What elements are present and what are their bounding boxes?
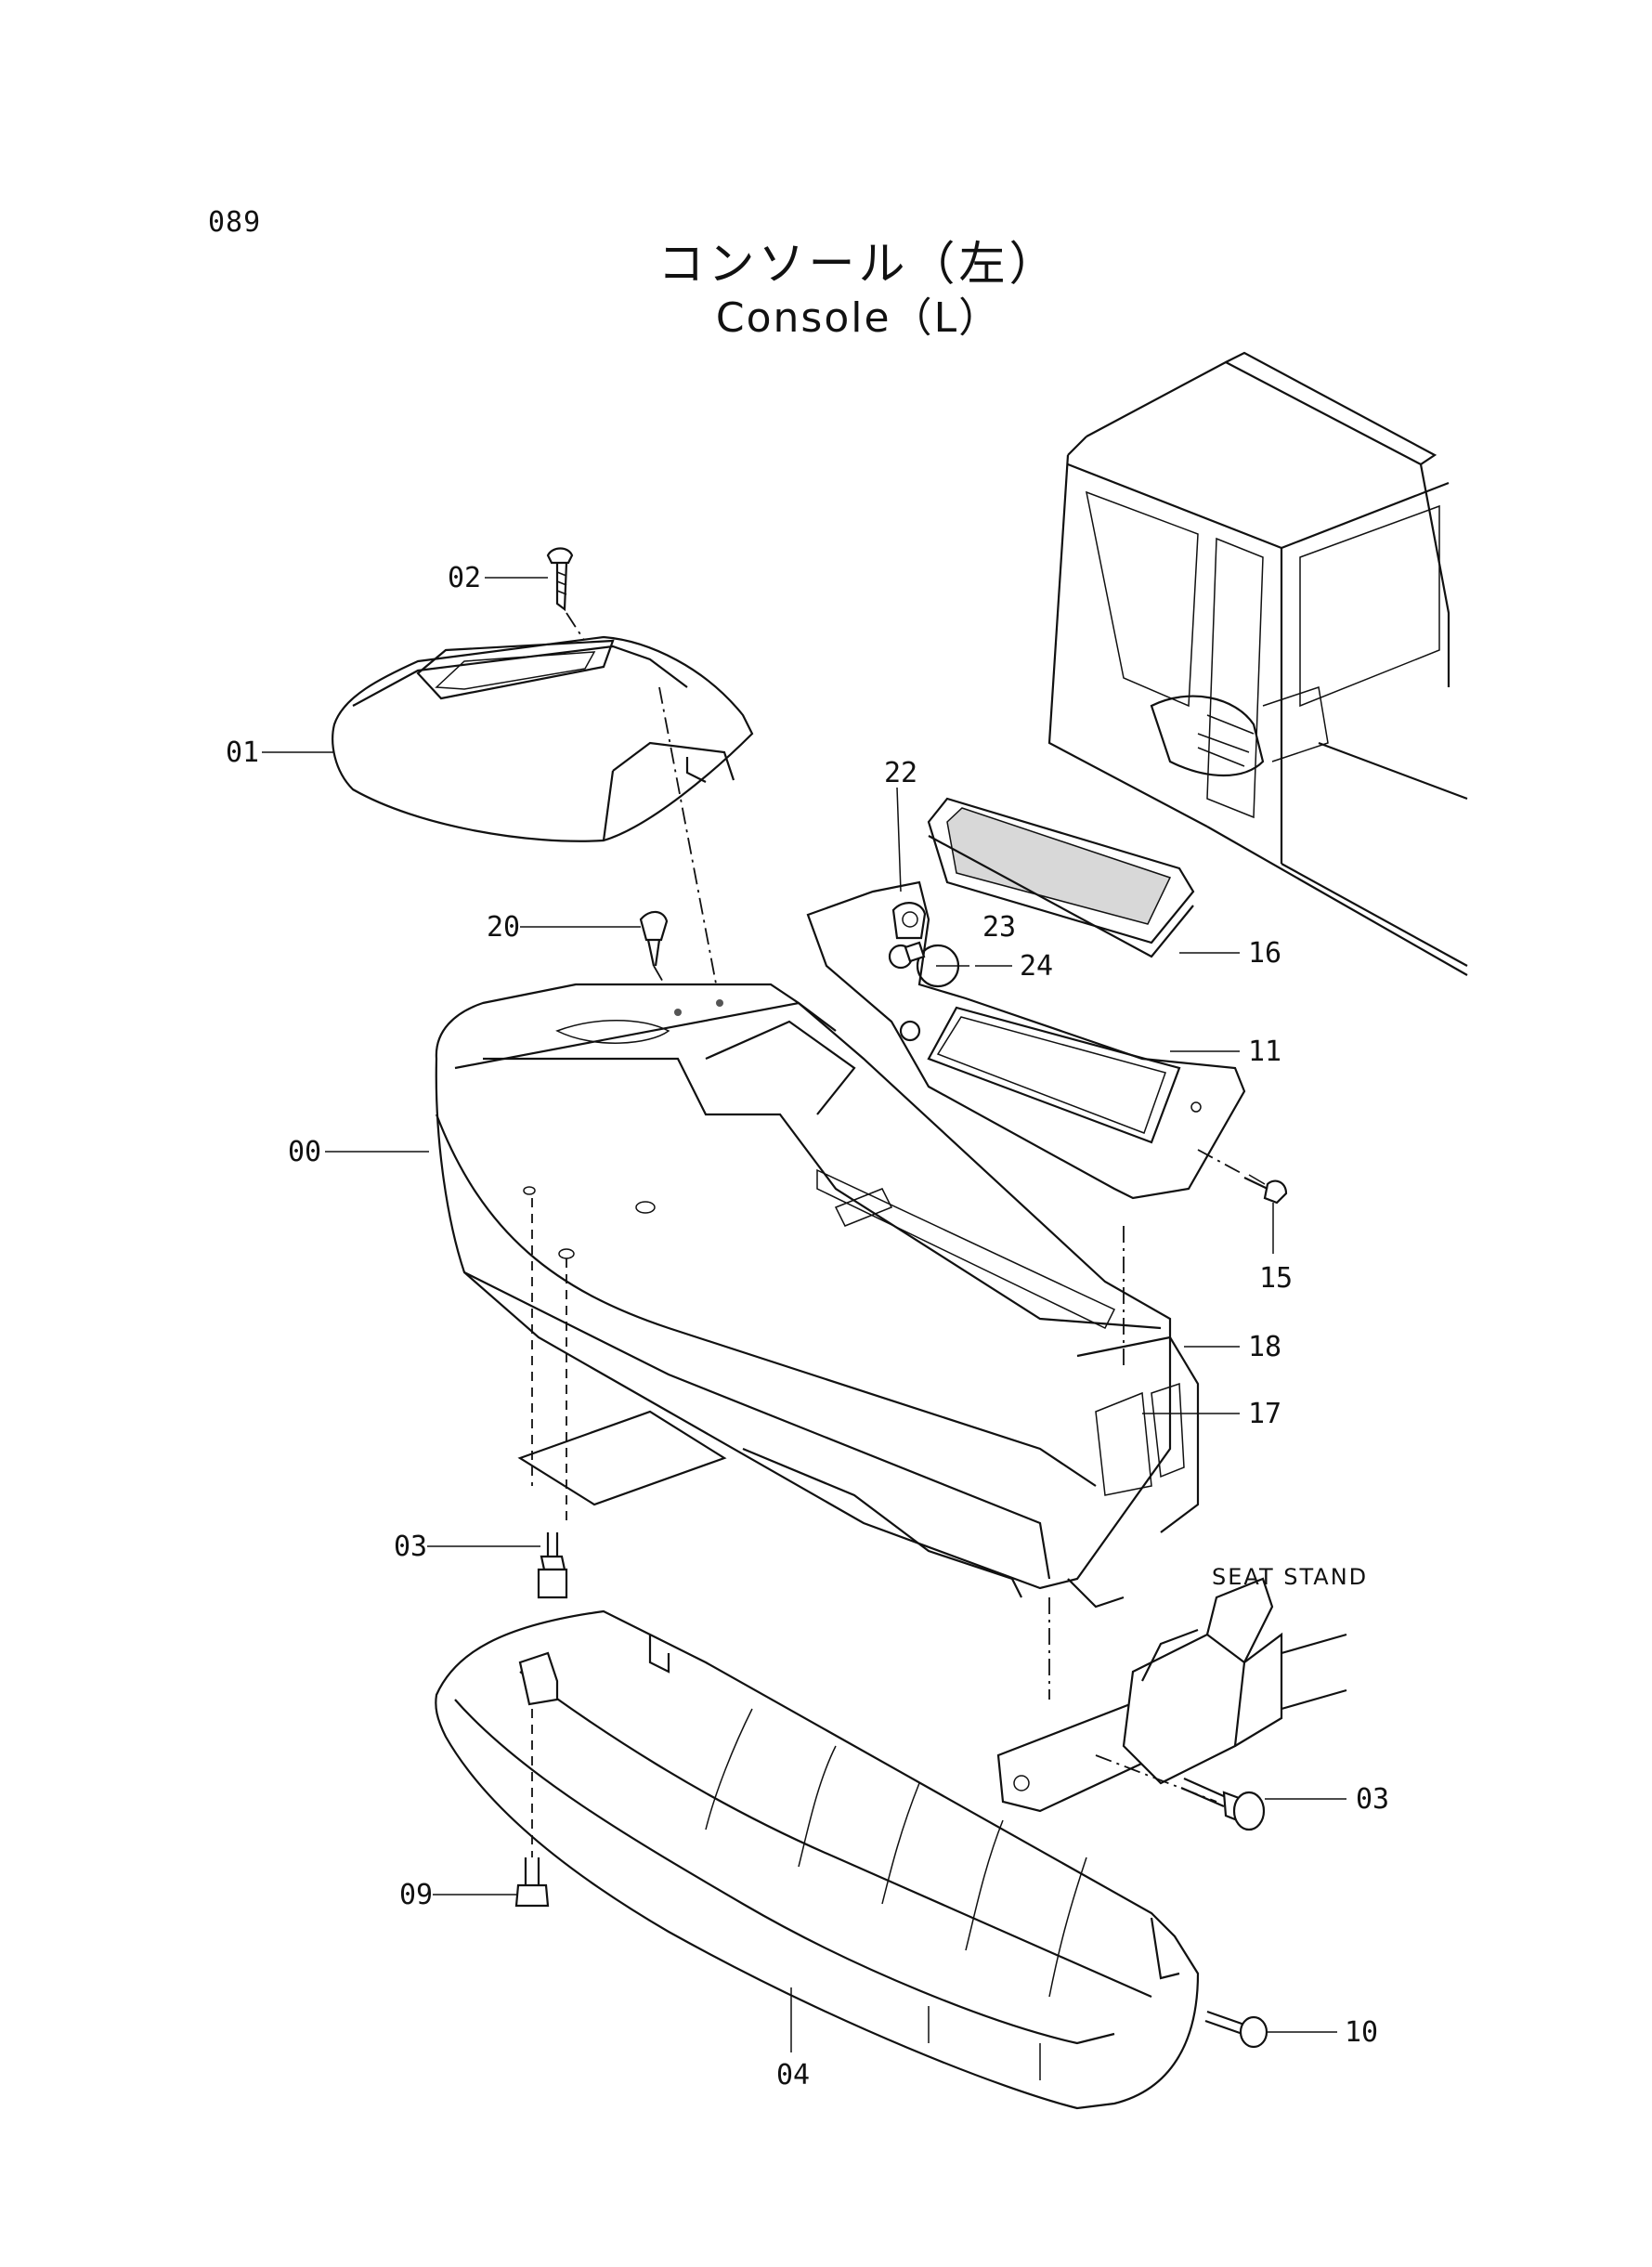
part-03-screw-lower: [1180, 1777, 1266, 1831]
callout-24: 24: [1020, 950, 1053, 983]
seat-stand-illustration: [996, 1577, 1347, 1813]
part-10-screw: [1204, 2010, 1268, 2049]
callout-22: 22: [884, 757, 917, 789]
callout-18: 18: [1248, 1331, 1281, 1363]
part-01-upper-cover: [332, 635, 754, 842]
part-00-console-body: [435, 983, 1200, 1700]
callout-04: 04: [776, 2059, 810, 2091]
callout-03-lower: 03: [1356, 1783, 1389, 1816]
callout-leader-lines: [262, 577, 1346, 2052]
part-20-clip: [639, 686, 721, 1009]
part-15-screw: [1197, 1149, 1288, 1205]
part-09-screw: [514, 1857, 550, 1908]
part-16-tray: [927, 797, 1195, 958]
page-number: 089: [208, 206, 262, 239]
part-04-under-cover: [435, 1609, 1200, 2110]
part-11-side-panel: [806, 880, 1246, 1200]
callout-02: 02: [448, 562, 481, 594]
cab-inset-illustration: [1047, 351, 1468, 976]
callout-15: 15: [1259, 1262, 1293, 1295]
callout-16: 16: [1248, 937, 1281, 970]
part-02-screw: [546, 547, 592, 651]
callout-01: 01: [226, 736, 259, 769]
callout-11: 11: [1248, 1036, 1281, 1068]
title-english: Console（L）: [715, 294, 1002, 342]
callout-20: 20: [487, 911, 520, 944]
callout-03-upper: 03: [394, 1531, 427, 1563]
callout-09: 09: [399, 1879, 433, 1911]
part-03-screw-upper: [537, 1532, 568, 1599]
callout-10: 10: [1345, 2016, 1378, 2049]
seat-stand-note: SEAT STAND: [1212, 1564, 1368, 1590]
callout-17: 17: [1248, 1398, 1281, 1430]
callout-00: 00: [288, 1136, 321, 1168]
title-japanese: コンソール（左）: [657, 237, 1060, 291]
callout-23: 23: [982, 911, 1016, 944]
